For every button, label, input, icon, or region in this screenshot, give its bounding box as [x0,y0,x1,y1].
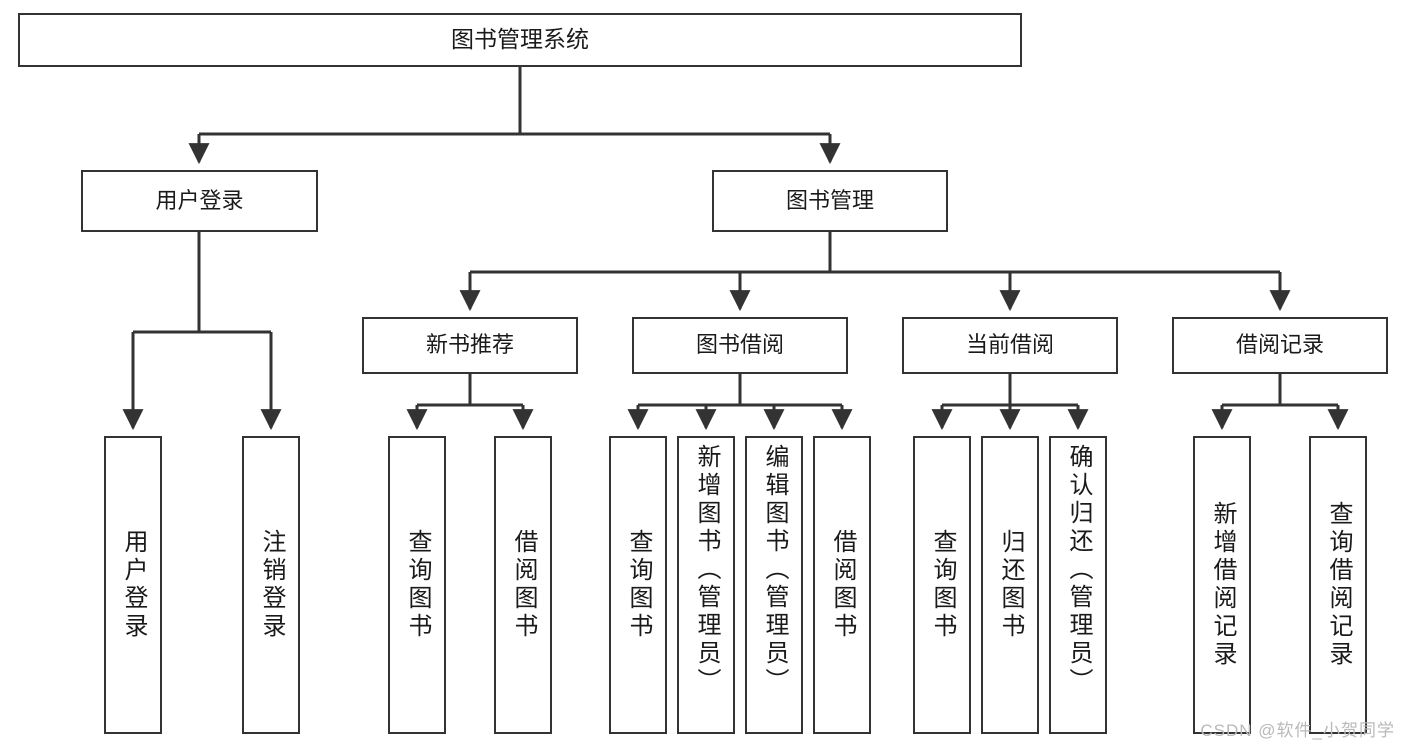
node-label: 新书推荐 [425,332,514,358]
node-label: 用户登录 [155,187,244,213]
node-leaf-return-book[interactable]: 归还图书 [981,436,1039,734]
node-label: 图书借阅 [695,332,784,358]
node-leaf-user-login[interactable]: 用户登录 [104,436,162,734]
node-label: 当前借阅 [965,332,1054,358]
node-leaf-query-book-recommend[interactable]: 查询图书 [388,436,446,734]
node-label: 图书管理系统 [451,26,589,53]
node-label: 确认归还（管理员） [1065,444,1092,696]
node-leaf-borrow-book[interactable]: 借阅图书 [813,436,871,734]
node-leaf-query-borrow-record[interactable]: 查询借阅记录 [1309,436,1367,734]
node-label: 注销登录 [258,529,285,641]
node-root-book-management-system[interactable]: 图书管理系统 [18,13,1022,67]
node-label: 归还图书 [997,529,1024,641]
node-leaf-logout[interactable]: 注销登录 [242,436,300,734]
node-current-borrow[interactable]: 当前借阅 [902,317,1118,374]
node-label: 借阅图书 [510,529,537,641]
node-label: 编辑图书（管理员） [761,444,788,696]
csdn-watermark: CSDN @软件_小贺同学 [1200,721,1395,740]
node-book-management[interactable]: 图书管理 [712,170,948,232]
node-leaf-query-book-current[interactable]: 查询图书 [913,436,971,734]
node-leaf-edit-book-admin[interactable]: 编辑图书（管理员） [745,436,803,734]
node-label: 查询图书 [404,529,431,641]
node-label: 查询借阅记录 [1325,501,1352,669]
node-label: 查询图书 [625,529,652,641]
node-label: 图书管理 [785,187,874,213]
node-borrow-record[interactable]: 借阅记录 [1172,317,1388,374]
node-label: 用户登录 [120,529,147,641]
node-label: 新增借阅记录 [1209,501,1236,669]
node-leaf-query-book-borrow[interactable]: 查询图书 [609,436,667,734]
node-label: 借阅记录 [1235,332,1324,358]
node-leaf-add-borrow-record[interactable]: 新增借阅记录 [1193,436,1251,734]
node-leaf-confirm-return-admin[interactable]: 确认归还（管理员） [1049,436,1107,734]
node-user-login[interactable]: 用户登录 [81,170,318,232]
node-label: 查询图书 [929,529,956,641]
node-new-book-recommend[interactable]: 新书推荐 [362,317,578,374]
node-leaf-borrow-book-recommend[interactable]: 借阅图书 [494,436,552,734]
node-book-borrow[interactable]: 图书借阅 [632,317,848,374]
node-label: 新增图书（管理员） [693,444,720,696]
node-label: 借阅图书 [829,529,856,641]
node-leaf-add-book-admin[interactable]: 新增图书（管理员） [677,436,735,734]
